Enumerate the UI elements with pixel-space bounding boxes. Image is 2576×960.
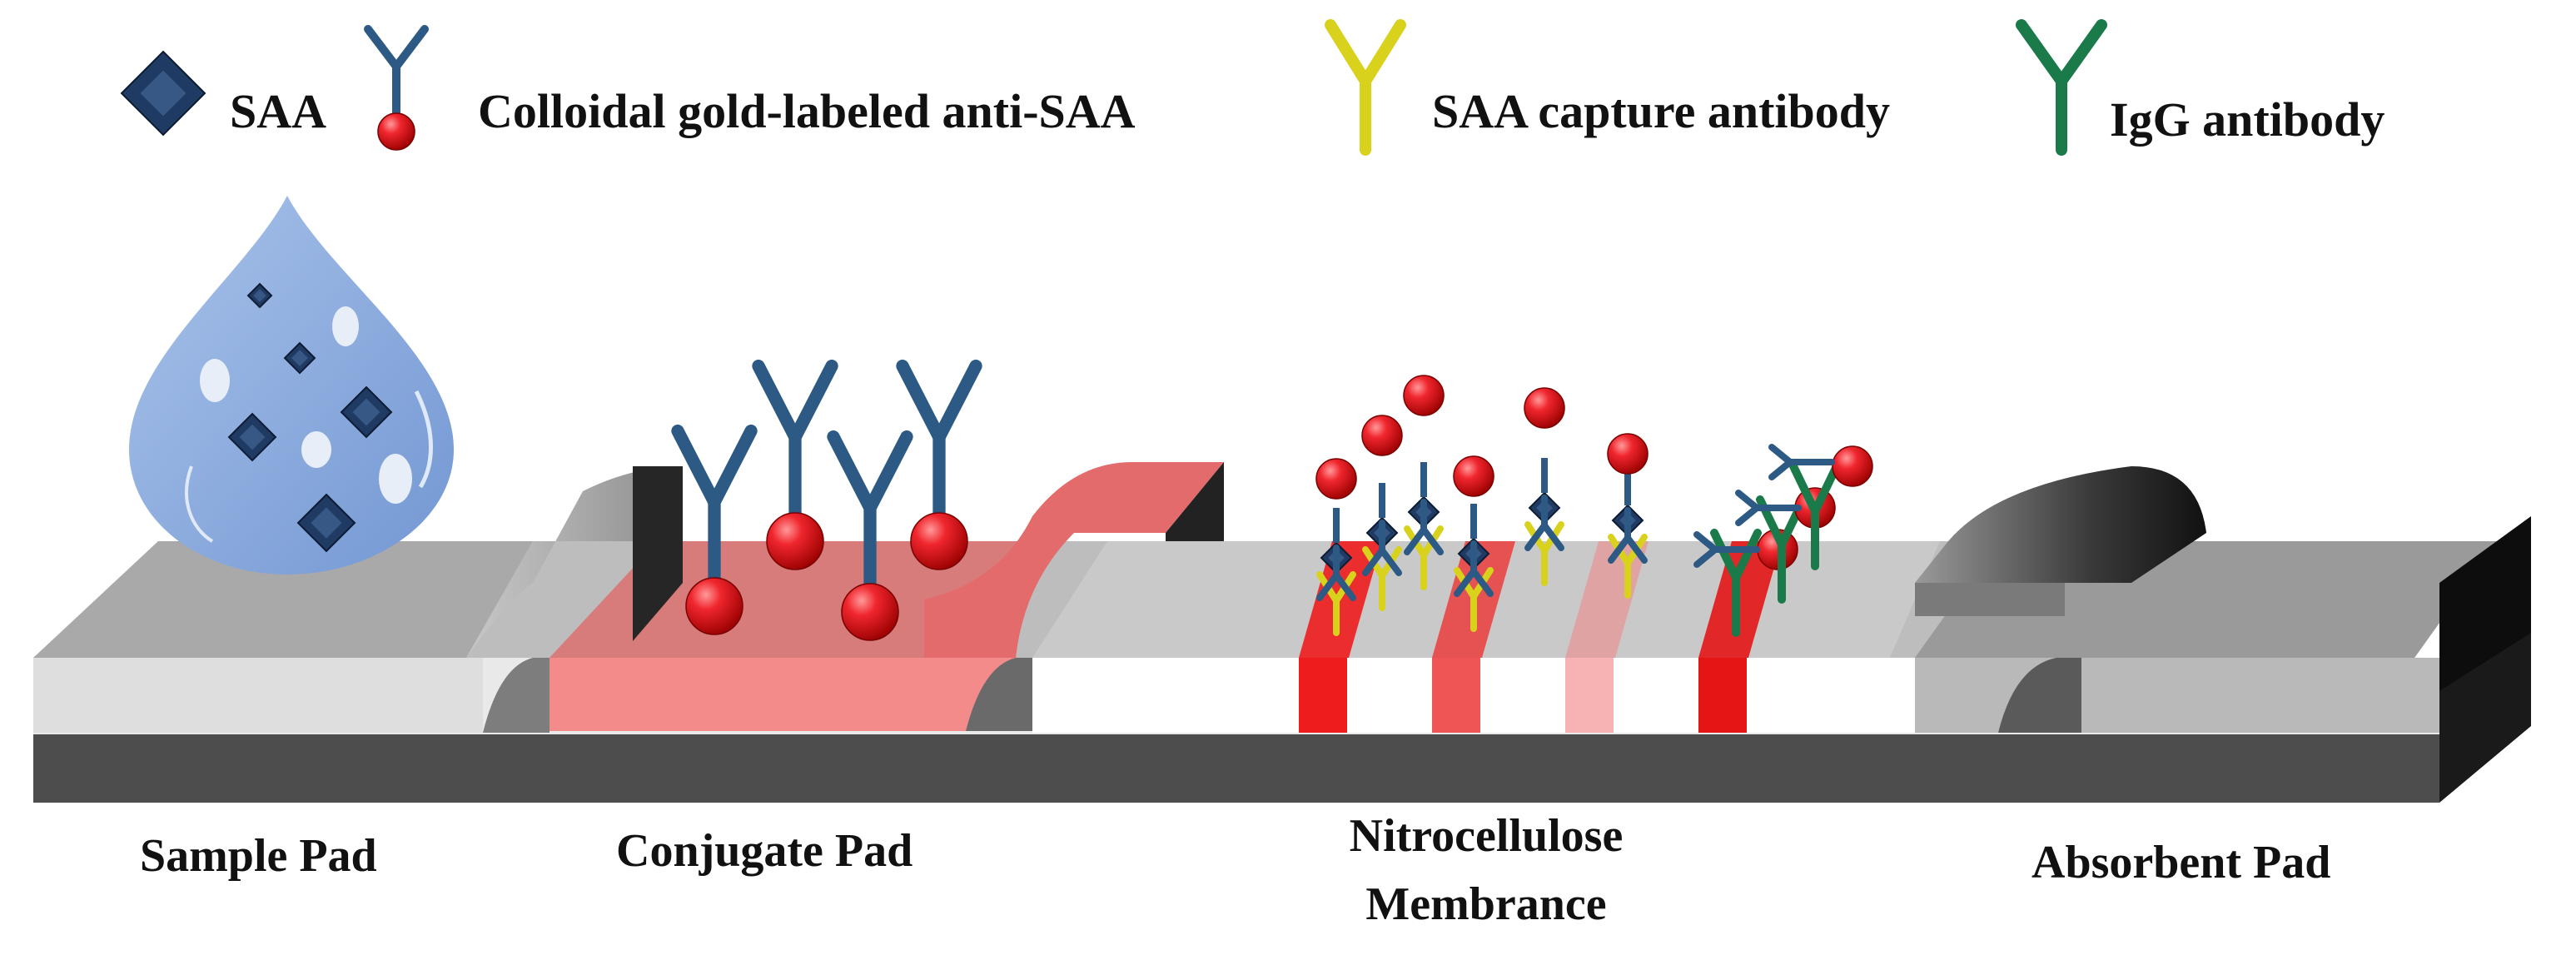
saa-diamond bbox=[246, 282, 273, 309]
captured-saa-complex bbox=[1403, 375, 1445, 590]
igg-antibody bbox=[2016, 19, 2107, 156]
gold-particle bbox=[1832, 445, 1873, 487]
gold-particle bbox=[377, 112, 415, 151]
captured-saa-complex bbox=[1524, 387, 1565, 586]
gold-particle bbox=[1453, 455, 1494, 497]
anti-saa-antibody bbox=[1735, 490, 1802, 526]
captured-saa-complex bbox=[1607, 433, 1649, 599]
sample-drop bbox=[129, 196, 454, 575]
gold-particle bbox=[1524, 387, 1565, 429]
gold-particle bbox=[1361, 415, 1403, 456]
anti-saa-antibody bbox=[364, 25, 429, 117]
gold-particle bbox=[1315, 458, 1357, 500]
gold-labeled-antibody bbox=[752, 359, 838, 570]
control-igg-complex bbox=[1789, 445, 1873, 570]
gold-particle bbox=[1607, 433, 1649, 475]
legend-gold-antibody-icon bbox=[364, 25, 429, 151]
captured-saa-complex bbox=[1315, 458, 1357, 636]
label-sample-pad: Sample Pad bbox=[140, 830, 377, 882]
conjugate-gold-antibodies bbox=[671, 359, 982, 641]
anti-saa-antibody bbox=[1768, 444, 1835, 480]
label-absorbent-pad: Absorbent Pad bbox=[2031, 837, 2331, 888]
gold-particle bbox=[841, 583, 899, 641]
captured-saa-complex bbox=[1453, 455, 1494, 632]
anti-saa-antibody bbox=[896, 359, 982, 531]
legend-label-igg-antibody: IgG antibody bbox=[2110, 92, 2385, 147]
capture-antibody bbox=[1325, 19, 1406, 156]
igg-antibody bbox=[1710, 529, 1762, 637]
anti-saa-antibody bbox=[1362, 520, 1402, 576]
anti-saa-antibody bbox=[671, 424, 758, 596]
captured-saa-complex bbox=[1361, 415, 1403, 611]
saa-diamond bbox=[227, 412, 277, 462]
legend-saa-icon bbox=[120, 50, 206, 137]
membrane-complexes bbox=[1315, 375, 1873, 637]
saa-diamond bbox=[120, 50, 206, 137]
gold-labeled-antibody bbox=[896, 359, 982, 570]
legend-label-capture-antibody: SAA capture antibody bbox=[1432, 84, 1891, 138]
label-membrane-line2: Membrance bbox=[1365, 878, 1607, 930]
anti-saa-antibody bbox=[1608, 507, 1648, 564]
saa-diamond bbox=[340, 385, 393, 439]
absorbent-pad bbox=[1915, 466, 2531, 733]
legend-capture-antibody-icon bbox=[1325, 19, 1406, 156]
sideways-anti-saa-antibodies bbox=[1693, 444, 1835, 568]
gold-labeled-antibody bbox=[827, 430, 913, 641]
igg-antibody bbox=[1789, 462, 1841, 570]
anti-saa-antibody bbox=[1404, 499, 1444, 555]
sample-pad bbox=[33, 466, 683, 733]
anti-saa-antibody bbox=[1693, 531, 1760, 568]
drop-saa-particles bbox=[227, 282, 393, 553]
anti-saa-antibody bbox=[752, 359, 838, 531]
gold-particle bbox=[685, 577, 743, 635]
anti-saa-antibody bbox=[827, 430, 913, 602]
gold-particle bbox=[766, 512, 824, 570]
gold-labeled-antibody bbox=[671, 424, 758, 635]
anti-saa-antibody bbox=[1316, 545, 1356, 601]
gold-particle bbox=[910, 512, 968, 570]
gold-particle bbox=[1403, 375, 1445, 416]
legend-igg-antibody-icon bbox=[2016, 19, 2107, 156]
anti-saa-antibody bbox=[1524, 495, 1564, 551]
anti-saa-antibody bbox=[1454, 540, 1494, 597]
saa-diamond bbox=[296, 493, 356, 553]
label-conjugate-pad: Conjugate Pad bbox=[616, 825, 913, 877]
saa-diamond bbox=[283, 341, 316, 375]
legend-icons bbox=[120, 19, 2107, 156]
legend-label-gold-anti-saa: Colloidal gold-labeled anti-SAA bbox=[478, 84, 1136, 138]
label-membrane-line1: Nitrocellulose bbox=[1349, 810, 1624, 862]
legend-label-saa: SAA bbox=[230, 84, 327, 138]
